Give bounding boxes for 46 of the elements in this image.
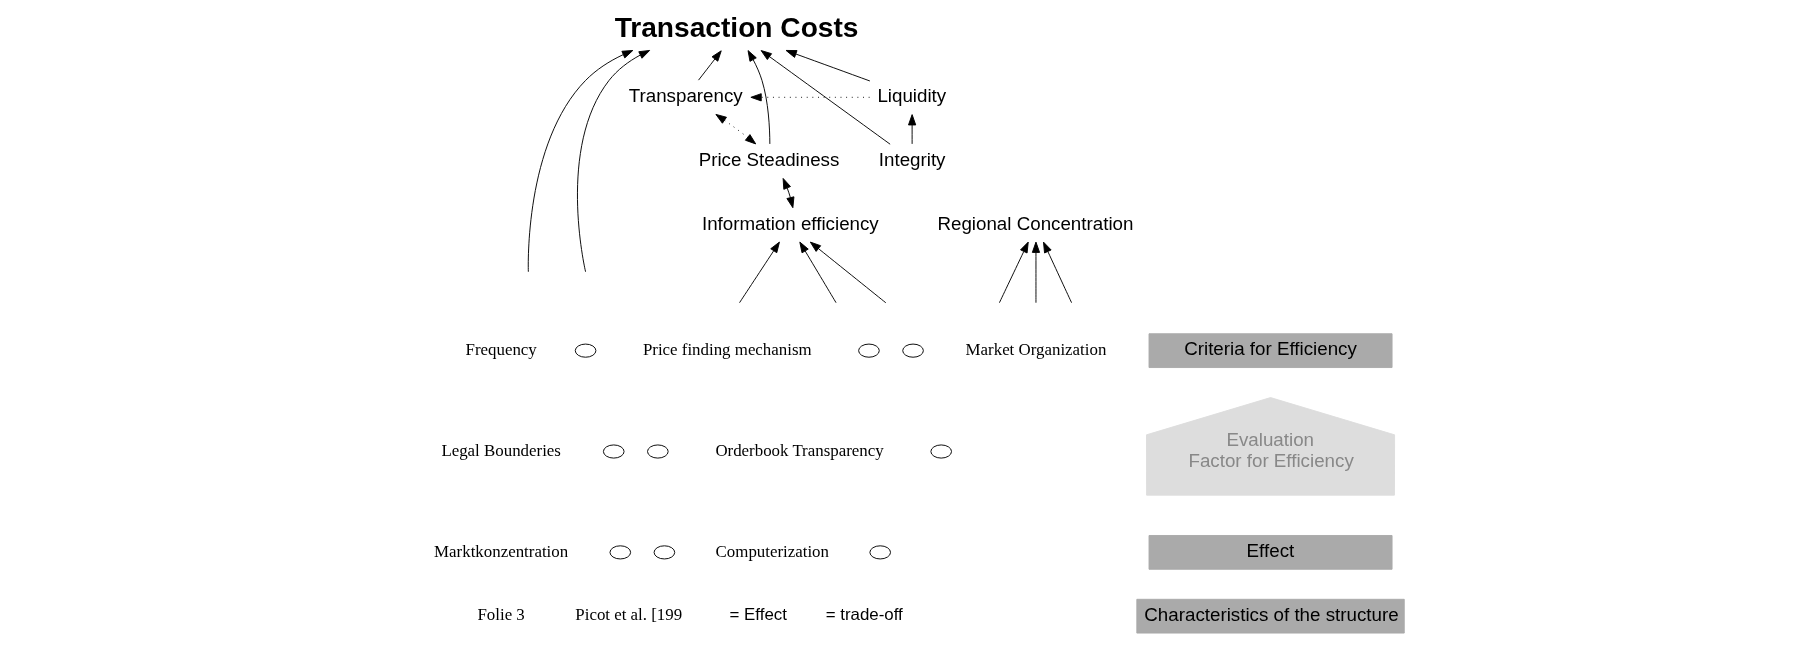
arrow	[750, 93, 871, 102]
node-circle	[858, 343, 880, 358]
node-text: Liquidity	[877, 85, 947, 106]
arrow	[1031, 241, 1041, 304]
arrow	[799, 241, 837, 304]
label: Price finding mechanism	[642, 339, 812, 359]
node-text: Integrity	[878, 148, 946, 170]
node-circle	[647, 444, 669, 459]
label: Picot et al. [199	[575, 605, 683, 625]
node-text: Transparency	[628, 85, 743, 106]
arrow	[577, 49, 651, 273]
node-text: Price Steadiness	[698, 148, 840, 170]
arrow	[715, 113, 757, 145]
arrow	[698, 50, 722, 81]
legend-label: = Effect	[729, 605, 787, 625]
arrow	[809, 241, 887, 304]
legend-label: = trade-off	[825, 605, 903, 625]
arrow	[527, 50, 634, 273]
node-box: Effect	[1148, 535, 1393, 570]
arrow	[747, 50, 771, 145]
label: Legal Bounderies	[441, 440, 561, 460]
label: Computerization	[715, 541, 830, 561]
label: Marktkonzentration	[434, 541, 569, 561]
arrow	[782, 177, 795, 209]
node-text: Transaction Costs	[614, 12, 859, 44]
label: Orderbook Transparency	[715, 440, 884, 460]
node-box: Characteristics of the structure	[1136, 598, 1405, 634]
label: Frequency	[465, 339, 537, 359]
arrow	[760, 50, 891, 145]
node-circle	[609, 545, 632, 560]
arrow	[785, 50, 871, 82]
label: Market Organization	[965, 339, 1107, 359]
node-circle	[869, 545, 891, 560]
arrow	[739, 241, 780, 304]
node-box: Criteria for Efficiency	[1148, 333, 1393, 368]
arrow	[998, 241, 1029, 304]
node-circle	[574, 343, 597, 358]
node-text: Regional Concentration	[937, 212, 1134, 234]
node-circle	[930, 444, 952, 459]
node-circle	[902, 343, 924, 358]
label: Folie 3	[477, 605, 525, 625]
node-circle	[602, 444, 625, 459]
node-text: Information efficiency	[701, 212, 879, 234]
arrow	[908, 114, 917, 145]
arrow	[1043, 241, 1073, 304]
node-circle	[653, 545, 676, 560]
